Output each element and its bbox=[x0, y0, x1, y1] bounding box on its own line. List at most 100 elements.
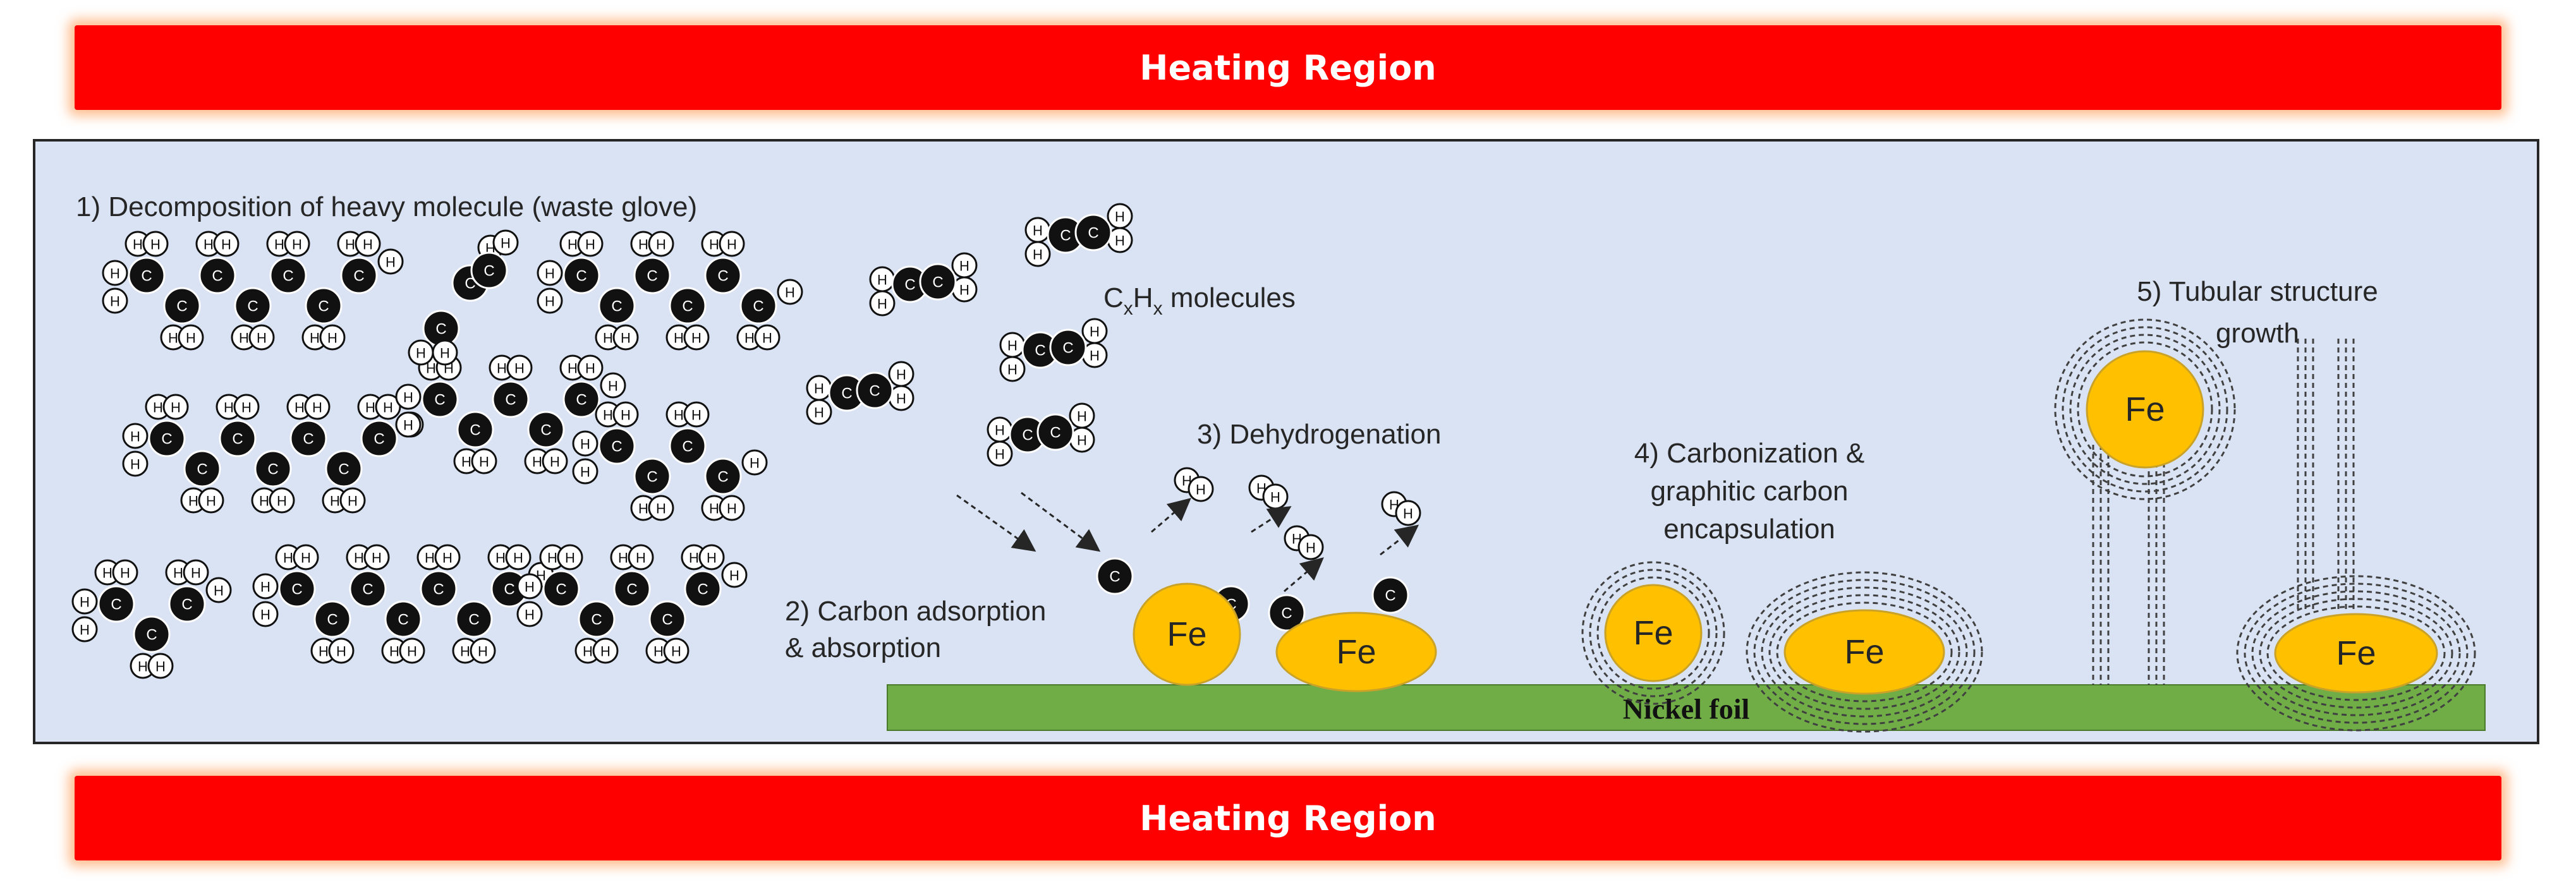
heating-region-top: Heating Region bbox=[75, 25, 2501, 110]
hydrogen-atom: H bbox=[162, 394, 189, 420]
hydrogen-atom: H bbox=[269, 487, 295, 514]
hydrogen-atom: H bbox=[869, 290, 896, 317]
svg-text:H: H bbox=[656, 501, 666, 517]
svg-text:C: C bbox=[626, 581, 637, 598]
hydrogen-atom: H bbox=[248, 324, 275, 351]
svg-text:H: H bbox=[1115, 233, 1125, 249]
carbon-atom: C bbox=[97, 585, 135, 623]
svg-text:C: C bbox=[717, 469, 728, 486]
svg-text:H: H bbox=[133, 237, 143, 253]
hydrogen-atom: H bbox=[648, 231, 674, 257]
hydrogen-atom: H bbox=[577, 354, 604, 381]
hydrogen-atom: H bbox=[395, 383, 422, 410]
hydrogen-atom: H bbox=[102, 287, 128, 314]
hydrogen-atom: H bbox=[251, 487, 277, 514]
svg-text:H: H bbox=[995, 447, 1005, 462]
hydrogen-atom: H bbox=[363, 544, 390, 570]
hydrogen-atom: H bbox=[595, 401, 621, 428]
carbon-atom: C bbox=[1074, 214, 1112, 251]
hydrogen-atom: H bbox=[165, 559, 191, 586]
heating-region-bottom: Heating Region bbox=[75, 776, 2501, 860]
carbon-atom: C bbox=[470, 251, 508, 289]
hydrogen-atom: H bbox=[537, 287, 563, 314]
hydrogen-atom: H bbox=[375, 394, 401, 420]
svg-text:H: H bbox=[155, 659, 166, 675]
svg-text:C: C bbox=[353, 268, 364, 285]
arrow-adsorption-2 bbox=[1021, 492, 1101, 552]
fe-particle bbox=[1604, 584, 1703, 682]
svg-text:C: C bbox=[1060, 227, 1071, 244]
tubular-structures bbox=[2092, 339, 2355, 685]
hydrogen-atom: H bbox=[399, 637, 425, 664]
svg-text:H: H bbox=[513, 550, 523, 566]
carbon-atom: C bbox=[704, 256, 742, 294]
hydrogen-atom: H bbox=[572, 458, 598, 485]
svg-text:H: H bbox=[691, 330, 702, 346]
carbon-atom: C bbox=[1047, 216, 1084, 254]
svg-text:H: H bbox=[301, 550, 311, 566]
fe-particle bbox=[1275, 612, 1437, 692]
hydrogen-atom: H bbox=[806, 399, 832, 425]
hydrogen-atom: H bbox=[516, 601, 543, 627]
svg-text:C: C bbox=[161, 431, 172, 448]
hydrogen-atom: H bbox=[592, 637, 619, 664]
hydrogen-atom: H bbox=[721, 562, 748, 588]
svg-text:C: C bbox=[556, 581, 566, 598]
svg-text:H: H bbox=[501, 236, 511, 251]
arrow-adsorption-1 bbox=[956, 494, 1036, 552]
svg-text:C: C bbox=[1385, 588, 1395, 605]
svg-text:H: H bbox=[257, 330, 267, 346]
svg-text:H: H bbox=[295, 400, 305, 416]
svg-text:H: H bbox=[547, 550, 557, 566]
hydrogen-atom: H bbox=[574, 637, 601, 664]
svg-text:H: H bbox=[319, 644, 329, 660]
hydrogen-atom: H bbox=[542, 448, 568, 474]
hydrogen-atom: H bbox=[470, 637, 496, 664]
svg-text:H: H bbox=[110, 294, 120, 310]
svg-text:C: C bbox=[176, 298, 187, 315]
svg-text:C: C bbox=[576, 392, 586, 409]
heating-region-bottom-label: Heating Region bbox=[1139, 798, 1437, 838]
hydrogen-atom: H bbox=[286, 394, 313, 420]
svg-text:C: C bbox=[682, 298, 693, 315]
fe-particle bbox=[2086, 350, 2204, 469]
carbon-atom: C bbox=[384, 600, 422, 638]
svg-text:H: H bbox=[407, 644, 417, 660]
hydrogen-atom: H bbox=[216, 394, 242, 420]
carbon-atom: C bbox=[704, 457, 742, 495]
svg-text:H: H bbox=[608, 378, 618, 394]
svg-text:H: H bbox=[896, 391, 906, 407]
hydrogen-atom: H bbox=[337, 231, 363, 257]
svg-text:H: H bbox=[691, 407, 702, 423]
arrow-h2-release-2 bbox=[1251, 506, 1292, 533]
svg-text:H: H bbox=[416, 346, 426, 361]
hydrogen-atom: H bbox=[1081, 342, 1108, 368]
svg-text:H: H bbox=[386, 255, 396, 270]
hydrogen-atom: H bbox=[1024, 217, 1051, 243]
svg-text:H: H bbox=[959, 282, 969, 298]
hydrogen-atom: H bbox=[304, 394, 331, 420]
svg-text:H: H bbox=[814, 405, 824, 421]
hydrogen-atom: H bbox=[537, 260, 563, 286]
step-5-label-line2: growth bbox=[2216, 318, 2299, 349]
svg-text:H: H bbox=[204, 237, 214, 253]
carbon-atom: C bbox=[1049, 329, 1087, 366]
hydrogen-atom: H bbox=[663, 637, 690, 664]
svg-text:H: H bbox=[330, 493, 340, 509]
carbon-atom: C bbox=[613, 570, 651, 608]
carbon-atom: C bbox=[313, 600, 351, 638]
hydrogen-atom: H bbox=[1107, 227, 1133, 253]
fe-label: Fe bbox=[1167, 615, 1206, 653]
svg-text:H: H bbox=[656, 237, 666, 253]
svg-text:C: C bbox=[141, 268, 152, 285]
carbon-atom: C bbox=[420, 570, 458, 608]
hydrogen-atom: H bbox=[600, 372, 626, 399]
carbon-atom: C bbox=[219, 419, 257, 457]
hydrogen-atom: H bbox=[178, 324, 204, 351]
carbon-atom: C bbox=[1021, 331, 1059, 369]
svg-text:H: H bbox=[168, 330, 178, 346]
svg-text:H: H bbox=[638, 237, 648, 253]
svg-text:H: H bbox=[1306, 540, 1316, 556]
